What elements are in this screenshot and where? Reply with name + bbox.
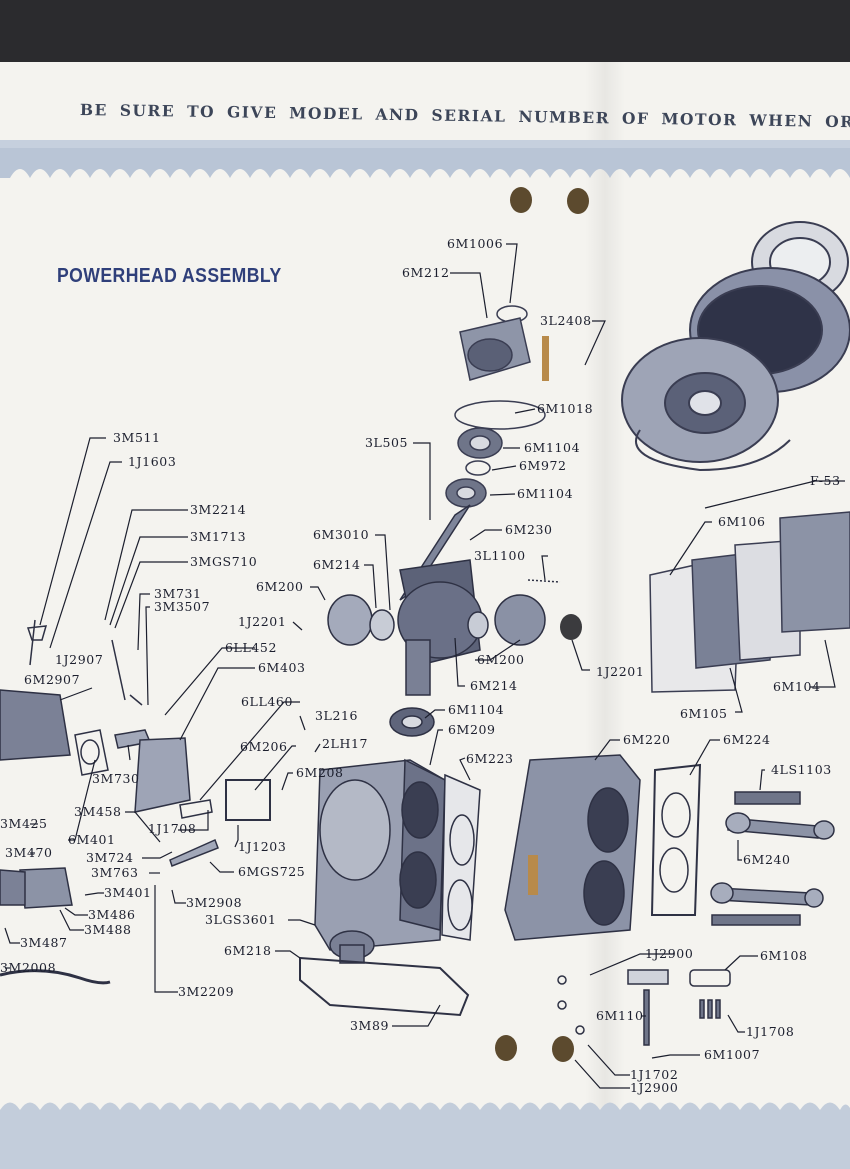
part-label: 3M470 <box>5 845 53 860</box>
punch-hole <box>510 187 532 213</box>
part-label: 3M1713 <box>190 529 247 544</box>
part-label: 6M206 <box>240 739 288 754</box>
part-label: 6M401 <box>68 832 116 847</box>
base-gasket <box>299 956 470 1017</box>
part-label: 6M200 <box>256 579 304 594</box>
cover-plates <box>649 511 850 693</box>
part-label: 3M487 <box>20 935 68 950</box>
part-label: 3M511 <box>113 430 161 445</box>
part-label: 1J2201 <box>238 614 287 629</box>
part-label: 3L505 <box>365 435 409 450</box>
part-label: 3M2008 <box>0 960 57 975</box>
part-label: 3M425 <box>0 816 48 831</box>
punch-hole <box>560 614 582 640</box>
part-label: 6M1006 <box>447 236 504 251</box>
part-label: 3M2214 <box>190 502 247 517</box>
part-label: 3L1100 <box>474 548 526 563</box>
cylinder-head <box>504 754 702 941</box>
section-title: POWERHEAD ASSEMBLY <box>57 265 282 287</box>
flywheel-assembly <box>621 221 850 472</box>
part-label: 6M223 <box>466 751 514 766</box>
part-label: 6M240 <box>743 852 791 867</box>
part-label: 6M1104 <box>448 702 505 717</box>
part-label: 6M106 <box>718 514 766 529</box>
part-label: 6LL460 <box>241 694 294 709</box>
part-label: 6M1007 <box>704 1047 761 1062</box>
part-label: 3M458 <box>74 804 122 819</box>
part-label: 6M1104 <box>524 440 581 455</box>
part-label: 1J2900 <box>645 946 694 961</box>
part-label: 6M104 <box>773 679 821 694</box>
part-label: 1J2201 <box>596 664 645 679</box>
part-label: 6M1104 <box>517 486 574 501</box>
part-label: 6M230 <box>505 522 553 537</box>
part-label: 4LS1103 <box>771 762 832 777</box>
carburetor-parts <box>0 619 271 985</box>
part-label: 6MGS725 <box>238 864 306 879</box>
page-fold <box>585 62 625 1169</box>
part-label: 6M105 <box>680 706 728 721</box>
part-label: 6M214 <box>470 678 518 693</box>
part-label: 3L2408 <box>540 313 592 328</box>
part-label: 1J1708 <box>746 1024 795 1039</box>
part-label: 3M401 <box>104 885 152 900</box>
cover-small-parts <box>557 969 731 1046</box>
part-label: 6M212 <box>402 265 450 280</box>
part-label: 1J1203 <box>238 839 287 854</box>
part-label: 1J1603 <box>128 454 177 469</box>
part-label: 3M763 <box>91 865 139 880</box>
part-label: 2LH17 <box>322 736 369 751</box>
punch-hole <box>567 188 589 214</box>
crankcase-block <box>314 758 481 964</box>
part-label: 6M208 <box>296 765 344 780</box>
part-label: 3M3507 <box>154 599 211 614</box>
part-label: 1J1708 <box>148 821 197 836</box>
part-label: 6M2907 <box>24 672 81 687</box>
part-label: 3M730 <box>92 771 140 786</box>
bearing-housing <box>445 305 549 508</box>
part-label: 6M108 <box>760 948 808 963</box>
part-label: 1J1702 <box>630 1067 679 1082</box>
scalloped-bottom-border <box>0 1102 850 1169</box>
part-label: 3M89 <box>350 1018 390 1033</box>
part-label: 6M218 <box>224 943 272 958</box>
part-label: 6LL452 <box>225 640 278 655</box>
part-label: 3M486 <box>88 907 136 922</box>
part-label: 3M731 <box>154 586 202 601</box>
part-label: 3M488 <box>84 922 132 937</box>
part-label: 3LGS3601 <box>205 912 277 927</box>
part-label: 6M209 <box>448 722 496 737</box>
punch-hole <box>495 1035 517 1061</box>
part-label: 6M214 <box>313 557 361 572</box>
part-label: 6M403 <box>258 660 306 675</box>
part-label: 3M2908 <box>186 895 243 910</box>
part-label: 6M1018 <box>537 401 594 416</box>
part-label: 6M200 <box>477 652 525 667</box>
connecting-rods <box>710 791 835 926</box>
leader-lines <box>4 243 845 1089</box>
punch-hole <box>552 1036 574 1062</box>
part-label: 1J2907 <box>55 652 104 667</box>
part-label: F-53 <box>810 473 841 488</box>
scalloped-top-border <box>0 140 850 178</box>
part-label: 3MGS710 <box>190 554 258 569</box>
part-label: 6M972 <box>519 458 567 473</box>
part-label: 6M110 <box>596 1008 644 1023</box>
part-label: 1J2900 <box>630 1080 679 1095</box>
part-label: 3M2209 <box>178 984 235 999</box>
part-label: 3M724 <box>86 850 134 865</box>
part-label: 3L216 <box>315 708 359 723</box>
part-label: 6M220 <box>623 732 671 747</box>
part-label: 6M3010 <box>313 527 370 542</box>
crankshaft <box>327 504 561 737</box>
part-label: 6M224 <box>723 732 771 747</box>
